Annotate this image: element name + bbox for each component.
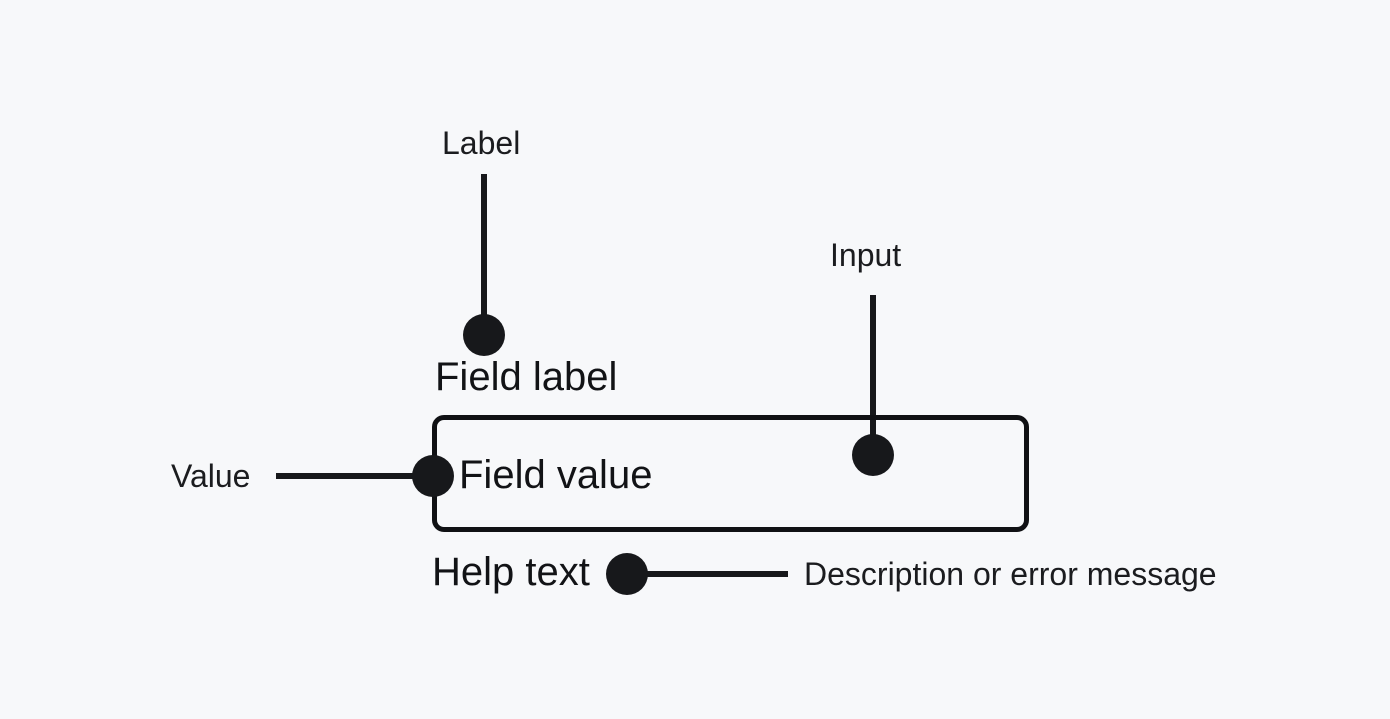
- input-pointer-dot: [852, 434, 894, 476]
- help-annotation: Description or error message: [804, 556, 1217, 592]
- field-label-text: Field label: [435, 355, 618, 399]
- help-text-label: Help text: [432, 550, 590, 594]
- field-value-text: Field value: [459, 453, 653, 497]
- help-leader-line: [627, 571, 788, 577]
- input-annotation: Input: [830, 237, 902, 273]
- input-leader-line: [870, 295, 876, 456]
- label-annotation: Label: [442, 125, 521, 161]
- label-leader-line: [481, 174, 487, 335]
- value-pointer-dot: [412, 455, 454, 497]
- label-pointer-dot: [463, 314, 505, 356]
- value-leader-line: [276, 473, 434, 479]
- value-annotation: Value: [171, 458, 251, 494]
